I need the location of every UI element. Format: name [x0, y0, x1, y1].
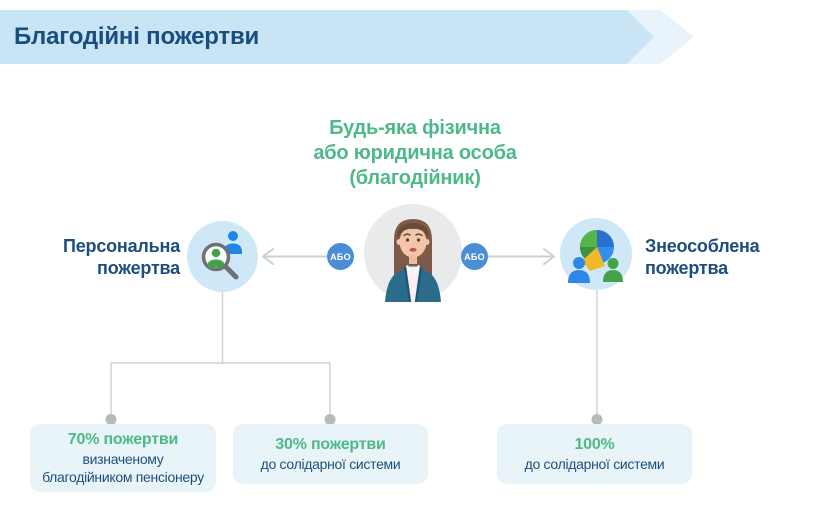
arrow-right-head — [543, 248, 555, 265]
anonymous-donation-label-line2: пожертва — [645, 258, 728, 278]
donor-heading: Будь-яка фізична або юридична особа (бла… — [270, 116, 560, 191]
header-arrow-shape — [0, 10, 654, 64]
anonymous-donation-label: Знеособлена пожертва — [645, 235, 805, 279]
outcome-desc-line1: до солідарної системи — [260, 456, 401, 472]
connector-dot-left — [105, 414, 117, 425]
anonymous-donation-circle — [560, 218, 632, 290]
connector-dot-right — [591, 414, 603, 425]
people-pie-chart-icon — [568, 230, 623, 283]
outcome-desc-line2: благодійником пенсіонеру — [42, 469, 204, 485]
person-search-icon — [201, 231, 242, 280]
header-banner — [0, 10, 694, 64]
or-badge-right: АБО — [461, 243, 488, 270]
personal-donation-label-line2: пожертва — [97, 258, 180, 278]
outcome-desc-line1: визначеному — [82, 451, 164, 467]
outcome-box-30-percent: 30% пожертви до солідарної системи — [233, 424, 428, 484]
outcome-highlight: 70% пожертви — [67, 431, 179, 448]
outcome-box-100-percent: 100% до солідарної системи — [497, 424, 692, 484]
connector-dot-middle — [324, 414, 336, 425]
donor-heading-line3: (благодійник) — [349, 167, 481, 189]
arrow-left-head — [262, 248, 274, 265]
outcome-box-70-percent: 70% пожертви визначеному благодійником п… — [30, 424, 216, 492]
donor-heading-line1: Будь-яка фізична — [329, 117, 501, 139]
personal-donation-label: Персональна пожертва — [30, 235, 180, 279]
donor-heading-line2: або юридична особа — [313, 142, 517, 164]
outcome-highlight: 30% пожертви — [275, 436, 386, 453]
page-title: Благодійні пожертви — [14, 23, 260, 50]
personal-donation-label-line1: Персональна — [62, 236, 180, 256]
donor-avatar — [364, 204, 462, 303]
or-badge-left: АБО — [327, 243, 354, 270]
anonymous-donation-label-line1: Знеособлена — [645, 236, 760, 256]
personal-donation-circle — [187, 221, 258, 292]
outcome-highlight: 100% — [574, 436, 615, 453]
outcome-desc-line1: до солідарної системи — [524, 456, 665, 472]
woman-avatar-icon — [364, 204, 462, 303]
